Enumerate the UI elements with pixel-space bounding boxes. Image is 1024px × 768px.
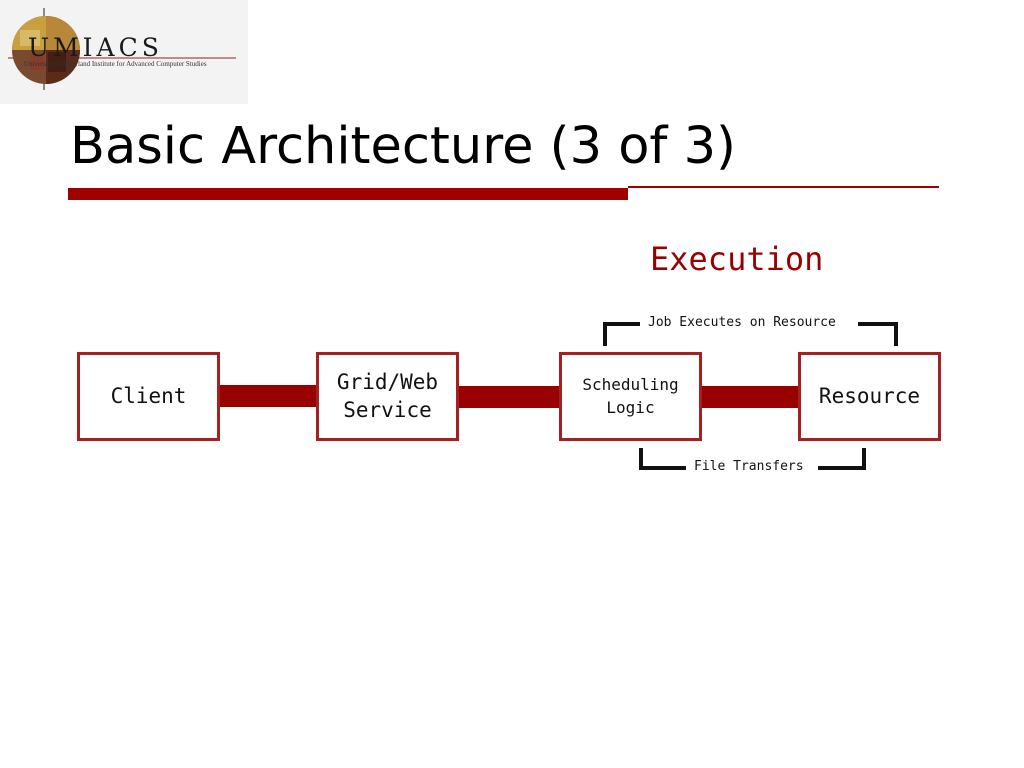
job-executes-label: Job Executes on Resource — [644, 315, 840, 330]
client-node: Client — [77, 352, 220, 441]
logo-wordmark: UMIACS — [28, 33, 163, 62]
top-bracket — [603, 322, 640, 346]
connector-client-service — [218, 385, 318, 407]
title-underline-thick — [68, 188, 628, 200]
execution-label: Execution — [650, 240, 824, 278]
umiacs-logo: UMIACS University of Maryland Institute … — [0, 0, 248, 104]
logo-subtitle: University of Maryland Institute for Adv… — [24, 60, 207, 68]
logo-emblem-icon — [8, 8, 236, 90]
grid-web-service-node: Grid/Web Service — [316, 352, 459, 441]
file-transfers-label: File Transfers — [690, 459, 808, 474]
connector-service-scheduling — [457, 386, 561, 408]
title-underline-thin — [628, 186, 939, 188]
resource-node: Resource — [798, 352, 941, 441]
bottom-bracket — [639, 448, 686, 470]
page-title: Basic Architecture (3 of 3) — [70, 117, 736, 176]
connector-scheduling-resource — [700, 386, 800, 408]
scheduling-logic-node: Scheduling Logic — [559, 352, 702, 441]
